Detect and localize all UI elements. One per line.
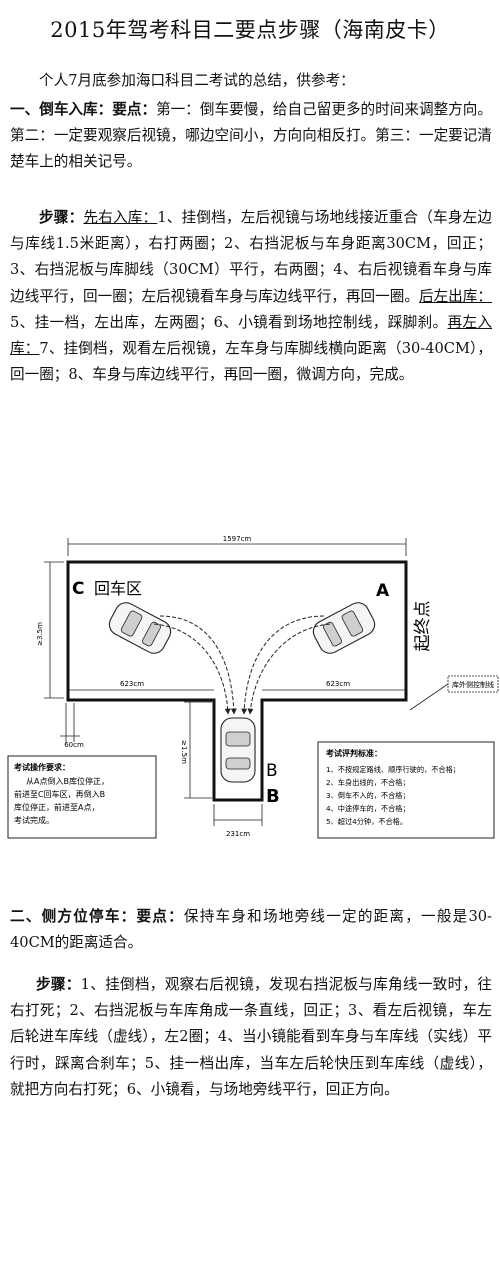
dimension-garage-width: 231cm — [213, 804, 263, 838]
svg-text:231cm: 231cm — [226, 830, 250, 838]
svg-text:≥1.5m: ≥1.5m — [180, 740, 188, 764]
document-title: 2015年驾考科目二要点步骤（海南皮卡） — [50, 18, 450, 42]
svg-text:2、车身出线的，不合格；: 2、车身出线的，不合格； — [326, 778, 410, 787]
svg-text:1597cm: 1597cm — [223, 535, 252, 543]
section2-key-label: 要点： — [136, 908, 184, 925]
section2-heading: 二、侧方位停车： — [10, 908, 137, 925]
phase-left-in: 再左入库： — [10, 313, 492, 358]
svg-text:5、超过4分钟，不合格。: 5、超过4分钟，不合格。 — [326, 817, 407, 826]
dimension-top-width: 1597cm — [67, 535, 407, 556]
svg-text:考试完成。: 考试完成。 — [14, 815, 54, 825]
section1-key-text: 第一：倒车要慢，给自己留更多的时间来调整方向。第二：一定要观察后视镜，哪边空间小… — [10, 101, 492, 171]
svg-text:60cm: 60cm — [64, 741, 84, 749]
dimension-right-half: 623cm — [262, 680, 406, 691]
section2-key-paragraph: 二、侧方位停车：要点：保持车身和场地旁线一定的距离，一般是30-40CM的距离适… — [10, 904, 492, 956]
section1-steps-b: 5、挂一档，左出库，左两圈；6、小镜看到场地控制线，踩脚刹。 — [10, 313, 448, 331]
dimension-lower-gap: 60cm — [60, 703, 84, 749]
section1-steps-label: 步骤： — [39, 209, 84, 226]
exam-criteria-box: 考试评判标准： 1、不按规定路线、顺序行驶的，不合格； 2、车身出线的，不合格；… — [317, 741, 495, 839]
dimension-left-height: ≥3.5m — [36, 561, 64, 699]
section2-steps-text: 1、挂倒档，观察右后视镜，发现右挡泥板与库角线一致时，往右打死；2、右挡泥板与车… — [10, 976, 492, 1098]
section2-steps-label: 步骤： — [36, 976, 81, 993]
section1-heading: 一、倒车入库： — [10, 101, 113, 118]
intro-paragraph: 个人7月底参加海口科目二考试的总结，供参考： — [39, 72, 355, 89]
section1-key-paragraph: 一、倒车入库：要点：第一：倒车要慢，给自己留更多的时间来调整方向。第二：一定要观… — [10, 97, 492, 176]
svg-text:从A点倒入B库位停正，: 从A点倒入B库位停正， — [26, 776, 109, 786]
svg-text:623cm: 623cm — [326, 680, 350, 688]
field-outline — [66, 560, 408, 802]
section1-steps-paragraph: 步骤：先右入库：1、挂倒档，左后视镜与场地线接近重合（车身左边与库线1.5米距离… — [10, 205, 492, 388]
svg-text:≥3.5m: ≥3.5m — [36, 622, 44, 646]
label-point-b-large: B — [266, 786, 280, 807]
section2-key-text: 保持车身和场地旁线一定的距离，一般是30-40CM的距离适合。 — [10, 908, 492, 952]
phase-right-in: 先右入库： — [83, 209, 158, 226]
svg-text:考试操作要求：: 考试操作要求： — [14, 762, 70, 772]
svg-text:4、中途停车的，不合格；: 4、中途停车的，不合格； — [326, 804, 410, 813]
trajectory-paths — [153, 615, 331, 715]
svg-text:库位停正，前进至A点，: 库位停正，前进至A点， — [14, 802, 99, 812]
label-start-end: 起终点 — [413, 601, 433, 652]
callout-control-line: 库外侧控制线 — [409, 675, 499, 711]
car-in-garage-b — [220, 717, 256, 783]
car-at-point-a — [312, 602, 376, 654]
label-point-c: C — [72, 579, 84, 599]
label-point-b-small: B — [266, 761, 278, 781]
parking-field-diagram: 1597cm ≥3.5m 623cm 623cm 60cm — [7, 535, 499, 839]
phase-left-out: 后左出库： — [418, 287, 492, 305]
svg-text:623cm: 623cm — [120, 680, 144, 688]
label-return-zone: 回车区 — [94, 579, 142, 598]
svg-text:3、倒车不入的，不合格；: 3、倒车不入的，不合格； — [326, 791, 410, 800]
dimension-garage-depth: ≥1.5m — [180, 701, 212, 799]
section1-steps-c: 7、挂倒档，观看左后视镜，左车身与库脚线横向距离（30-40CM），回一圈；8、… — [10, 340, 492, 384]
svg-text:1、不按规定路线、顺序行驶的，不合格；: 1、不按规定路线、顺序行驶的，不合格； — [326, 765, 460, 774]
dimension-left-half: 623cm — [68, 680, 214, 691]
svg-text:前进至C回车区，再倒入B: 前进至C回车区，再倒入B — [14, 789, 105, 799]
section2-steps-paragraph: 步骤：1、挂倒档，观察右后视镜，发现右挡泥板与库角线一致时，往右打死；2、右挡泥… — [10, 972, 492, 1103]
svg-text:考试评判标准：: 考试评判标准： — [326, 748, 382, 758]
section1-steps-a: 1、挂倒档，左后视镜与场地线接近重合（车身左边与库线1.5米距离），右打两圈；2… — [10, 209, 492, 305]
label-point-a: A — [376, 581, 390, 601]
section1-key-label: 要点： — [112, 101, 157, 118]
exam-operation-box: 考试操作要求： 从A点倒入B库位停正， 前进至C回车区，再倒入B 库位停正，前进… — [7, 755, 157, 839]
car-at-point-c — [108, 602, 172, 654]
svg-text:库外侧控制线: 库外侧控制线 — [452, 680, 494, 689]
